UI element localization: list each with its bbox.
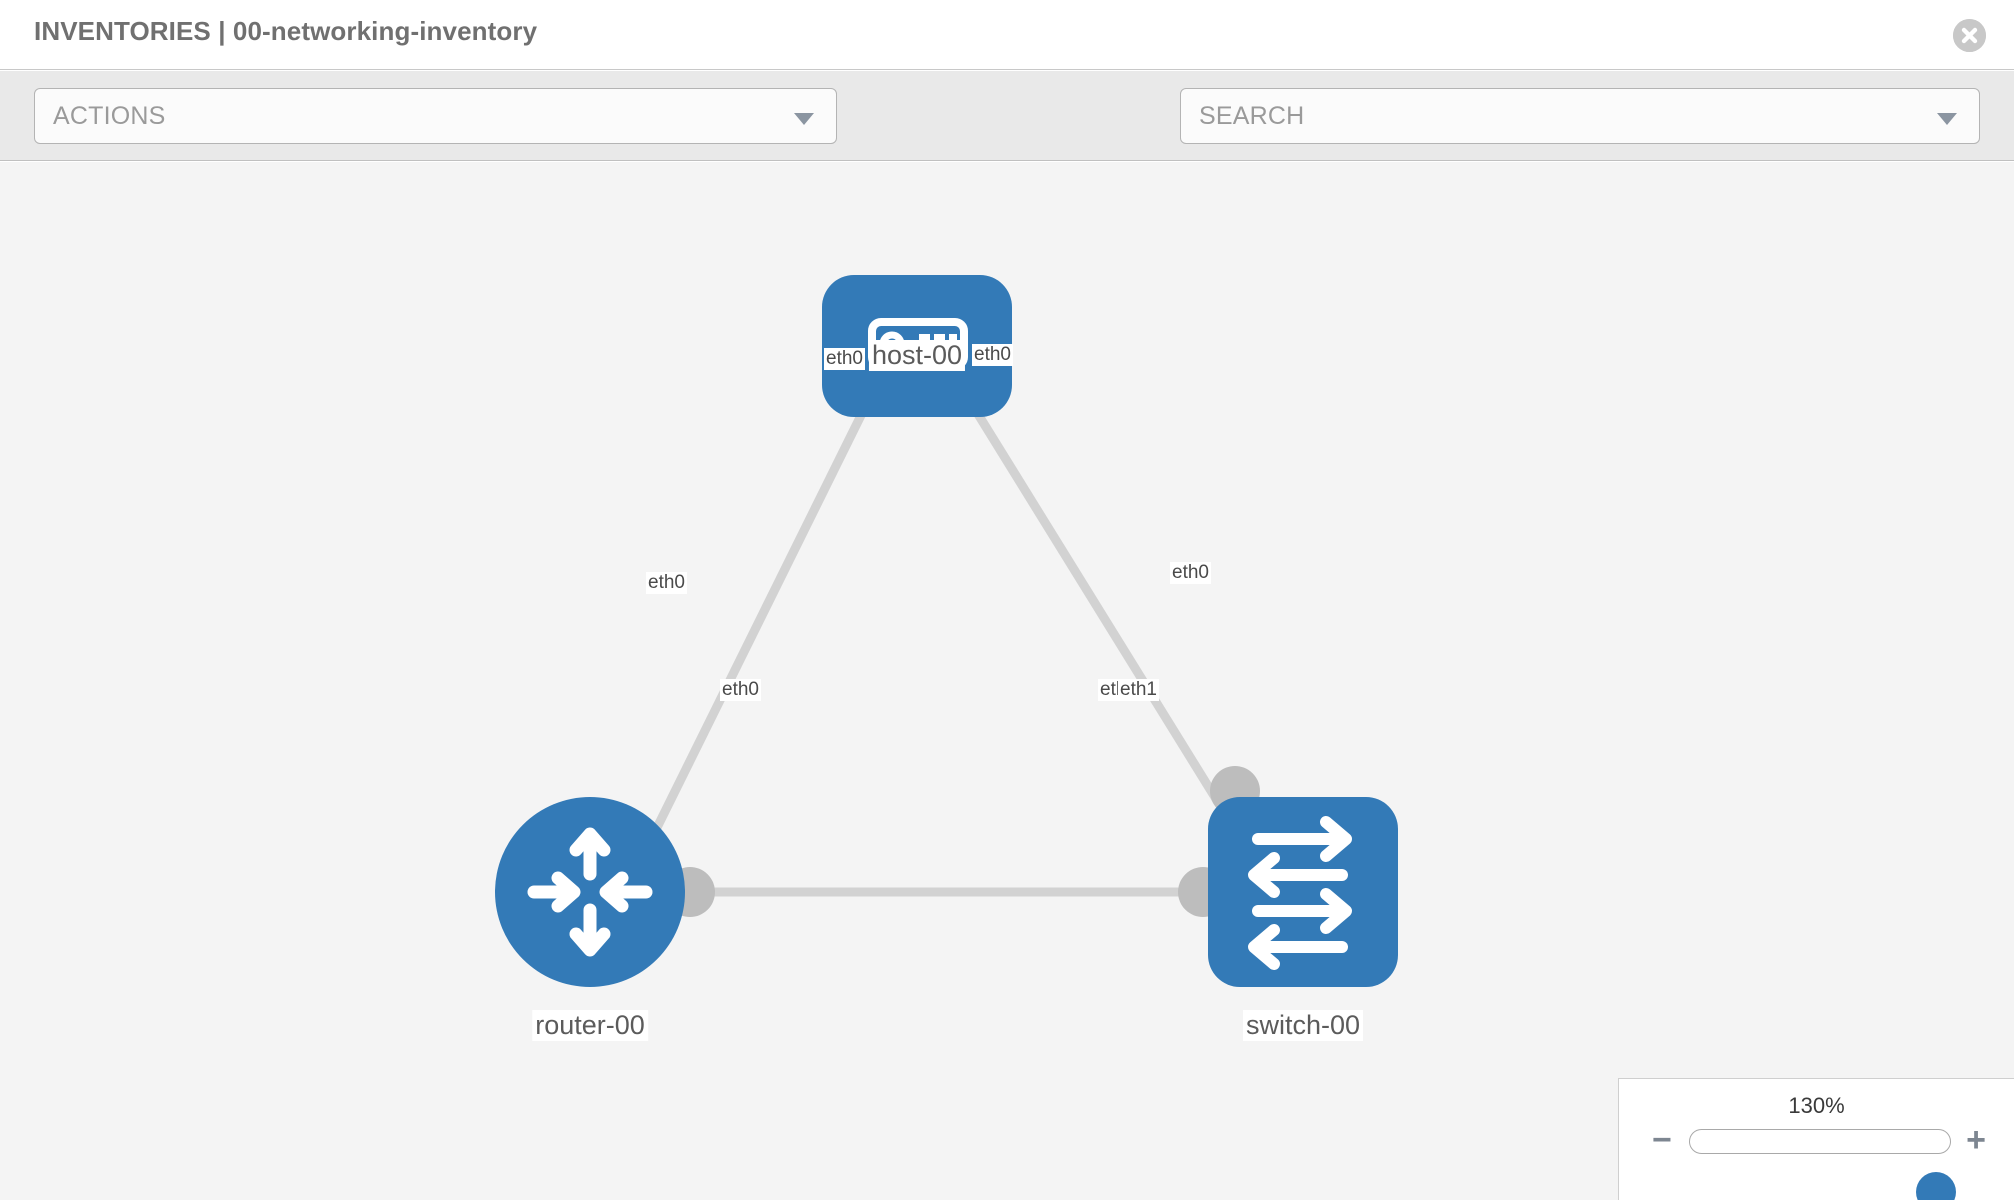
iface-label-host00-left: eth0 bbox=[824, 348, 865, 370]
toolbar: ACTIONS SEARCH bbox=[0, 71, 2014, 201]
chevron-down-icon[interactable] bbox=[1937, 113, 1957, 125]
zoom-control-panel: 130% − + bbox=[1618, 1078, 2014, 1200]
router-icon bbox=[527, 827, 653, 957]
link-host00-router00 bbox=[635, 375, 885, 864]
minus-icon[interactable]: − bbox=[1652, 1121, 1672, 1159]
plus-icon[interactable]: + bbox=[1966, 1121, 1986, 1159]
chevron-down-icon bbox=[794, 113, 814, 125]
link-host00-switch00 bbox=[951, 374, 1259, 865]
search-input[interactable]: SEARCH bbox=[1180, 88, 1980, 144]
actions-dropdown-label: ACTIONS bbox=[53, 102, 166, 130]
topology-links bbox=[635, 374, 1260, 897]
zoom-slider-track[interactable] bbox=[1689, 1129, 1956, 1200]
iface-label-host00-right: eth0 bbox=[972, 344, 1013, 366]
node-label-host-00: host-00 bbox=[868, 340, 966, 371]
search-placeholder: SEARCH bbox=[1199, 102, 1305, 130]
topology-graph bbox=[495, 275, 1398, 987]
node-label-switch-00: switch-00 bbox=[1242, 1010, 1364, 1041]
iface-label-router00-uplink: eth0 bbox=[646, 572, 687, 594]
close-icon[interactable] bbox=[1953, 19, 1986, 52]
zoom-level-value: 130% bbox=[1788, 1093, 1845, 1118]
iface-label-switch00-uplink: eth0 bbox=[1170, 562, 1211, 584]
node-router-00 bbox=[495, 797, 685, 987]
page-title: INVENTORIES | 00-networking-inventory bbox=[34, 16, 538, 46]
zoom-slider-thumb[interactable] bbox=[1916, 1172, 1956, 1200]
node-switch-00 bbox=[1208, 797, 1398, 987]
topology-canvas[interactable]: host-00 router-00 switch-00 eth0 eth0 et… bbox=[0, 162, 2014, 1200]
node-label-router-00: router-00 bbox=[532, 1010, 648, 1041]
actions-dropdown[interactable]: ACTIONS bbox=[34, 88, 837, 144]
iface-label-switch00-eth1: eth1 bbox=[1118, 679, 1159, 701]
switch-icon bbox=[1248, 816, 1352, 970]
iface-label-router00-eth0: eth0 bbox=[720, 679, 761, 701]
page-header: INVENTORIES | 00-networking-inventory bbox=[0, 0, 2014, 70]
